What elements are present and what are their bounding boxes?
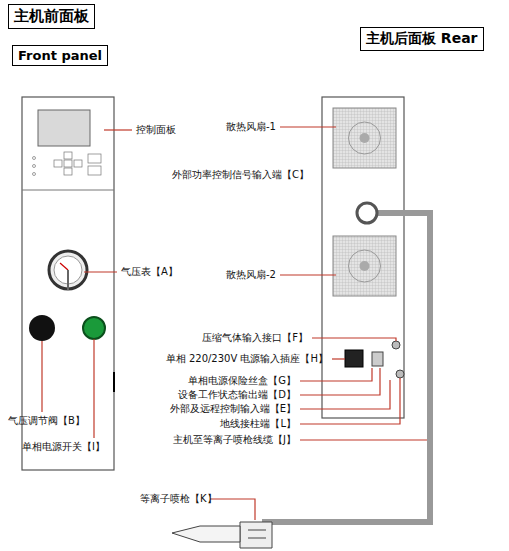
part-label: 气压调节阀【B】 xyxy=(8,415,85,427)
pressure-gauge xyxy=(49,251,87,289)
part-label: 散热风扇-2 xyxy=(226,269,276,281)
gun-cable xyxy=(262,213,430,522)
part-label: 单相 220/230V 电源输入插座【H】 xyxy=(166,353,328,365)
title-box: Front panel xyxy=(12,45,108,66)
cooling-fan xyxy=(333,108,396,168)
part-label: 主机至等离子喷枪线缆【J】 xyxy=(173,434,296,446)
cooling-fan xyxy=(333,236,396,296)
part-label: 等离子喷枪【K】 xyxy=(140,493,217,505)
part-label: 外部功率控制信号输入端【C】 xyxy=(172,169,309,181)
leader-lines xyxy=(42,127,427,520)
part-label: 散热风扇-1 xyxy=(226,121,276,133)
plasma-gun xyxy=(172,522,272,548)
fuse-holder xyxy=(372,352,383,366)
ground-post xyxy=(396,370,404,378)
power-switch xyxy=(83,317,105,339)
lcd-screen xyxy=(38,110,90,146)
title-text: 主机前面板 xyxy=(14,7,89,25)
air-fitting xyxy=(392,341,400,349)
title-text: Front panel xyxy=(18,48,102,63)
signal-port xyxy=(357,203,377,223)
part-label: 单相电源开关【I】 xyxy=(22,441,105,453)
part-label: 地线接柱端【L】 xyxy=(220,418,296,430)
part-label: 单相电源保险丝盒【G】 xyxy=(188,375,296,387)
part-label: 压缩气体输入接口【F】 xyxy=(202,332,308,344)
part-label: 控制面板 xyxy=(136,124,176,136)
part-label: 气压表【A】 xyxy=(121,266,178,278)
title-text: 主机后面板 Rear xyxy=(366,30,478,46)
title-box: 主机后面板 Rear xyxy=(360,27,484,51)
rear-housing xyxy=(322,97,404,418)
part-label: 设备工作状态输出端【D】 xyxy=(178,389,296,401)
panel-divider xyxy=(22,190,114,191)
regulator-knob xyxy=(29,315,55,341)
keypad xyxy=(33,152,102,176)
part-label: 外部及远程控制输入端【E】 xyxy=(170,403,296,415)
title-box: 主机前面板 xyxy=(8,4,95,29)
front-housing xyxy=(22,97,114,470)
power-inlet xyxy=(345,350,363,367)
